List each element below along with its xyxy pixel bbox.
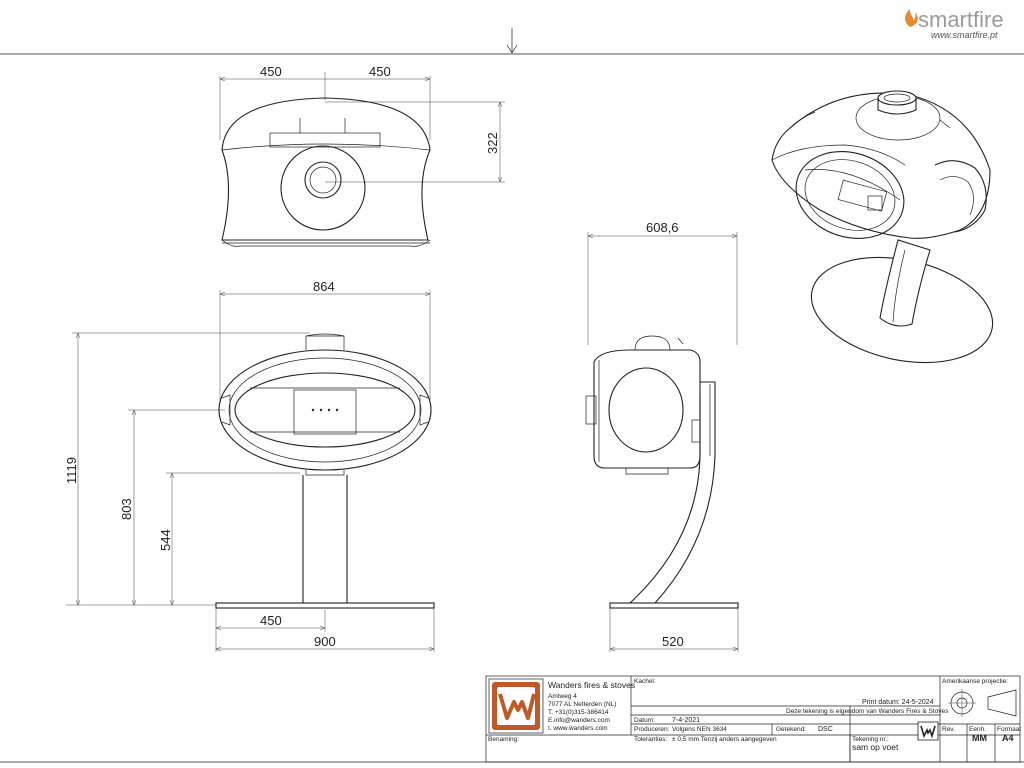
eenh-label: Eenh. [969, 726, 986, 733]
wanders-small-logo [917, 721, 939, 741]
eenh-value: MM [972, 733, 987, 743]
projectie-label: Amerikaanse projectie: [942, 678, 1008, 685]
isometric-view [771, 90, 994, 364]
company-name: Wanders fires & stoves [548, 680, 635, 690]
top-view: 450 450 322 [219, 64, 505, 247]
company-email: E.info@wanders.com [548, 717, 610, 724]
formaat-value: A4 [1002, 733, 1014, 743]
getekend-label: Getekend: [776, 726, 806, 733]
dim-bottom-height: 544 [158, 529, 173, 551]
tekening-value: sam op voet [852, 742, 899, 752]
datum-value: 7-4-2021 [672, 717, 700, 724]
brand-url: www.smartfire.pt [931, 30, 998, 40]
kachel-label: Kachel: [634, 678, 656, 685]
print-date: Print datum: 24-5-2024 [862, 699, 934, 706]
benaming-label: Benaming: [488, 736, 519, 743]
company-phone: T. +31(0)315-386414 [548, 709, 609, 716]
brand-name: smartfire [918, 7, 1004, 32]
flame-icon [905, 9, 918, 27]
dim-front-width: 864 [313, 279, 335, 294]
wanders-logo [488, 678, 544, 734]
dim-top-right: 450 [369, 64, 391, 79]
dim-total-height: 1119 [64, 457, 79, 484]
rev-label: Rev. [942, 726, 955, 733]
top-frame [0, 28, 1024, 55]
dim-base-half: 450 [260, 613, 282, 628]
dim-top-left: 450 [260, 64, 282, 79]
datum-label: Datum: [634, 717, 655, 724]
front-view: 864 1119 803 544 [64, 279, 435, 652]
getekend-value: DSC [818, 726, 833, 733]
dim-base-width: 900 [314, 634, 336, 649]
dim-top-height: 322 [485, 132, 500, 154]
side-view: 608,6 520 [585, 220, 739, 652]
toleranties-label: Toleranties: [634, 736, 667, 743]
toleranties-value: ± 0,5 mm Tenzij anders aangegeven [672, 736, 777, 743]
company-web: I. www.wanders.com [548, 725, 608, 732]
formaat-label: Formaat [997, 726, 1021, 733]
dim-side-base: 520 [662, 634, 684, 649]
brand-logo: smartfire www.smartfire.pt [905, 7, 1004, 40]
dim-side-depth: 608,6 [646, 220, 679, 235]
address-line2: 7077 AL Netterden (NL) [548, 701, 616, 708]
projection-symbol-icon [948, 689, 1017, 717]
produceren-value: Volgens NEN 3634 [672, 726, 727, 733]
address-line1: Amtweg 4 [548, 693, 577, 700]
dim-center-height: 803 [119, 498, 134, 520]
tekening-label: Tekening nr.: [852, 736, 889, 743]
ownership-note: Deze tekening is eigendom van Wanders Fi… [786, 708, 949, 715]
title-block: Wanders fires & stoves Amtweg 4 7077 AL … [0, 675, 1024, 763]
produceren-label: Produceren: [634, 726, 670, 733]
